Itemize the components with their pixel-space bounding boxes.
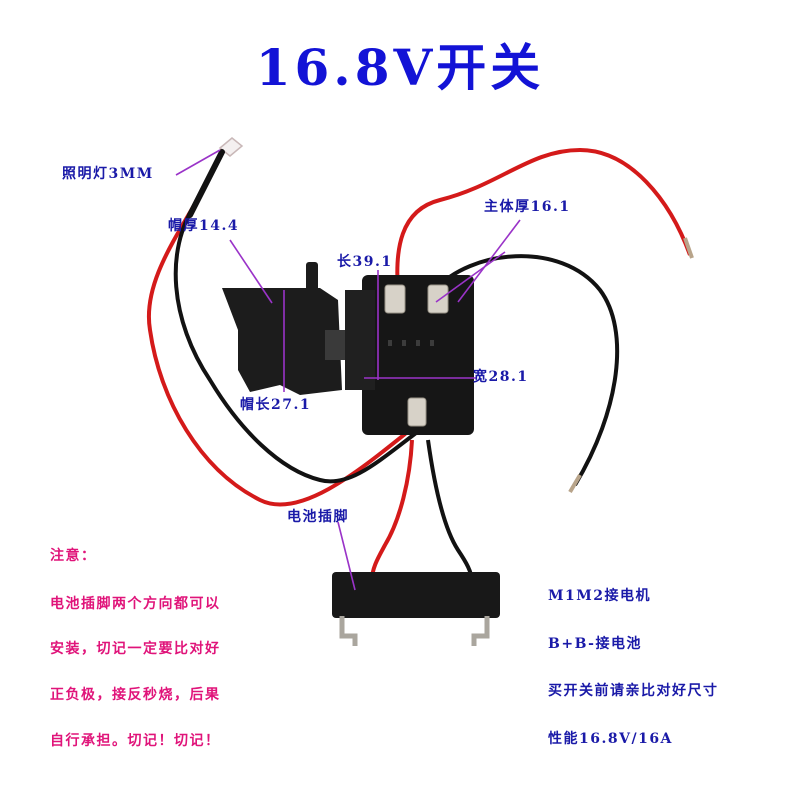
pointer-lines	[175, 149, 521, 591]
info-line-1: M1M2接电机	[548, 588, 651, 604]
red-wire-down	[370, 439, 414, 581]
label-cap-thickness: 帽厚14.4	[168, 218, 240, 234]
led-light	[218, 137, 244, 157]
label-body-thickness: 主体厚16.1	[484, 199, 571, 215]
terminal-b	[407, 397, 427, 427]
info-line-2: B+B-接电池	[548, 636, 642, 652]
label-battery-pins: 电池插脚	[287, 509, 349, 525]
red-wire-left	[146, 149, 412, 507]
info-line-4: 性能16.8V/16A	[548, 731, 673, 747]
page-title: 16.8V开关	[255, 38, 545, 97]
body-marks	[388, 340, 434, 346]
switch-body	[362, 275, 474, 435]
black-wire-left	[173, 203, 422, 484]
terminal-m1	[384, 284, 406, 314]
label-cap-length: 帽长27.1	[240, 397, 312, 413]
battery-connector	[332, 572, 500, 618]
led-sleeve	[187, 149, 225, 218]
notice-heading: 注意：	[50, 548, 97, 564]
switch-lock-button	[306, 262, 318, 292]
notice-line-2: 安装，切记一定要比对好	[50, 641, 221, 657]
switch-cap	[222, 288, 342, 395]
terminal-m2	[427, 284, 449, 314]
red-wire-top	[395, 147, 692, 291]
battery-pin-left	[339, 616, 358, 646]
label-width: 宽28.1	[473, 369, 529, 385]
battery-pin-right	[471, 616, 490, 646]
notice-line-1: 电池插脚两个方向都可以	[50, 596, 221, 612]
black-wire-down	[426, 439, 474, 583]
label-light: 照明灯3MM	[62, 166, 154, 182]
red-wire-top-tip	[683, 237, 694, 259]
notice-line-3: 正负极，接反秒烧，后果	[50, 687, 221, 703]
notice-line-4: 自行承担。切记！切记！	[50, 733, 221, 749]
switch-side-block	[345, 290, 375, 390]
label-length: 长39.1	[337, 254, 393, 270]
black-wire-right-tip	[568, 473, 582, 494]
black-wire-right	[433, 254, 620, 487]
info-line-3: 买开关前请亲比对好尺寸	[548, 683, 719, 699]
